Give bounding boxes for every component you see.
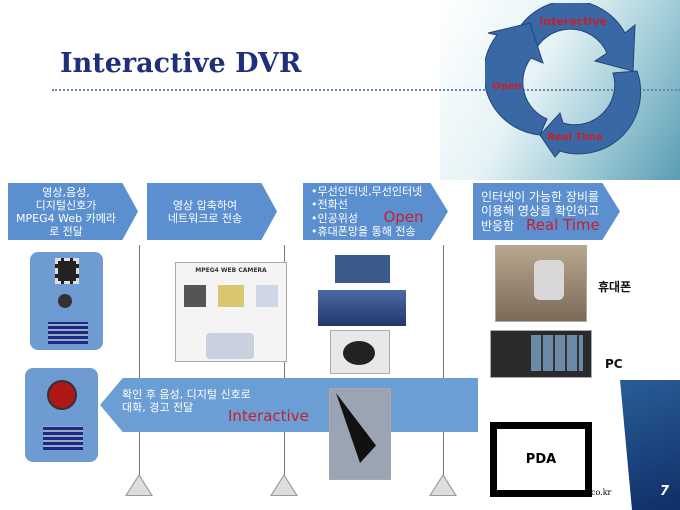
network-switch-image — [318, 290, 406, 326]
step-arrow-compress: 영상 압축하여 네트워크로 전송 — [147, 183, 277, 240]
step-text: 이용해 영상을 확인하고 — [481, 204, 600, 218]
step-arrow-view: 인터넷이 가능한 장비를 이용해 영상을 확인하고 반응함 Real Time — [473, 183, 620, 240]
digital-signal-icon — [48, 322, 88, 344]
page-number: 7 — [660, 484, 670, 499]
step-text: 반응함 — [481, 219, 515, 233]
step-text: 영상 압축하여 — [172, 198, 238, 212]
cycle-label-interactive: Interactive — [539, 15, 607, 28]
open-tag: Open — [383, 208, 424, 226]
page-title: Interactive DVR — [60, 48, 302, 79]
step-arrow-capture: 영상,음성, 디지털신호가 MPEG4 Web 카메라 로 전달 — [8, 183, 138, 240]
modem-image — [335, 255, 390, 283]
microphone-icon — [58, 294, 72, 308]
feedback-arrow: 확인 후 음성, 디지털 신호로 대화, 경고 전달 Interactive — [100, 378, 478, 432]
step-arrow-transmit: •무선인터넷,무선인터넷 •전화선 •인공위성 Open •휴대폰망을 통해 전… — [303, 183, 448, 240]
satellite-dish-image — [329, 388, 391, 480]
pda-label: PDA — [525, 452, 557, 467]
step-text: 인터넷이 가능한 장비를 — [481, 190, 600, 204]
timeline-line — [139, 245, 140, 477]
cycle-label-realtime: Real Time — [547, 132, 603, 143]
media-input-panel — [30, 252, 103, 350]
step-text: •전화선 — [311, 198, 348, 211]
alert-output-panel — [25, 368, 98, 462]
cycle-label-open: Open — [492, 81, 522, 92]
step-text: •무선인터넷,무선인터넷 — [311, 185, 423, 198]
feedback-text: 대화, 경고 전달 — [122, 401, 194, 414]
interactive-tag: Interactive — [228, 407, 309, 425]
pc-image — [490, 330, 592, 378]
step-text: 네트워크로 전송 — [167, 211, 243, 225]
mpeg4-camera-image: MPEG4 WEB CAMERA — [175, 262, 287, 362]
timeline-marker — [429, 474, 457, 496]
digital-signal-icon — [43, 426, 83, 450]
timeline-line — [443, 245, 444, 477]
step-text: •인공위성 — [311, 212, 358, 225]
realtime-tag: Real Time — [525, 216, 600, 234]
step-text: MPEG4 Web 카메라 — [16, 211, 116, 225]
pc-label: PC — [605, 357, 623, 371]
step-text: 디지털신호가 — [35, 198, 97, 212]
mobile-phone-image — [495, 245, 587, 322]
step-text: 로 전달 — [49, 224, 83, 238]
timeline-marker — [125, 474, 153, 496]
camera-label: MPEG4 WEB CAMERA — [195, 267, 267, 274]
pda-placeholder: PDA — [490, 422, 592, 497]
timeline-marker — [270, 474, 298, 496]
footer-url: co.kr — [591, 488, 612, 497]
film-icon — [55, 258, 79, 284]
divider — [52, 89, 680, 91]
step-text: •휴대폰망을 통해 전송 — [311, 225, 416, 238]
telephone-image — [330, 330, 390, 374]
step-text: 영상,음성, — [42, 185, 90, 199]
phone-label: 휴대폰 — [598, 280, 632, 294]
cycle-diagram: Interactive Open Real Time — [485, 3, 642, 158]
alarm-icon — [47, 380, 77, 410]
feedback-text: 확인 후 음성, 디지털 신호로 — [122, 388, 251, 401]
